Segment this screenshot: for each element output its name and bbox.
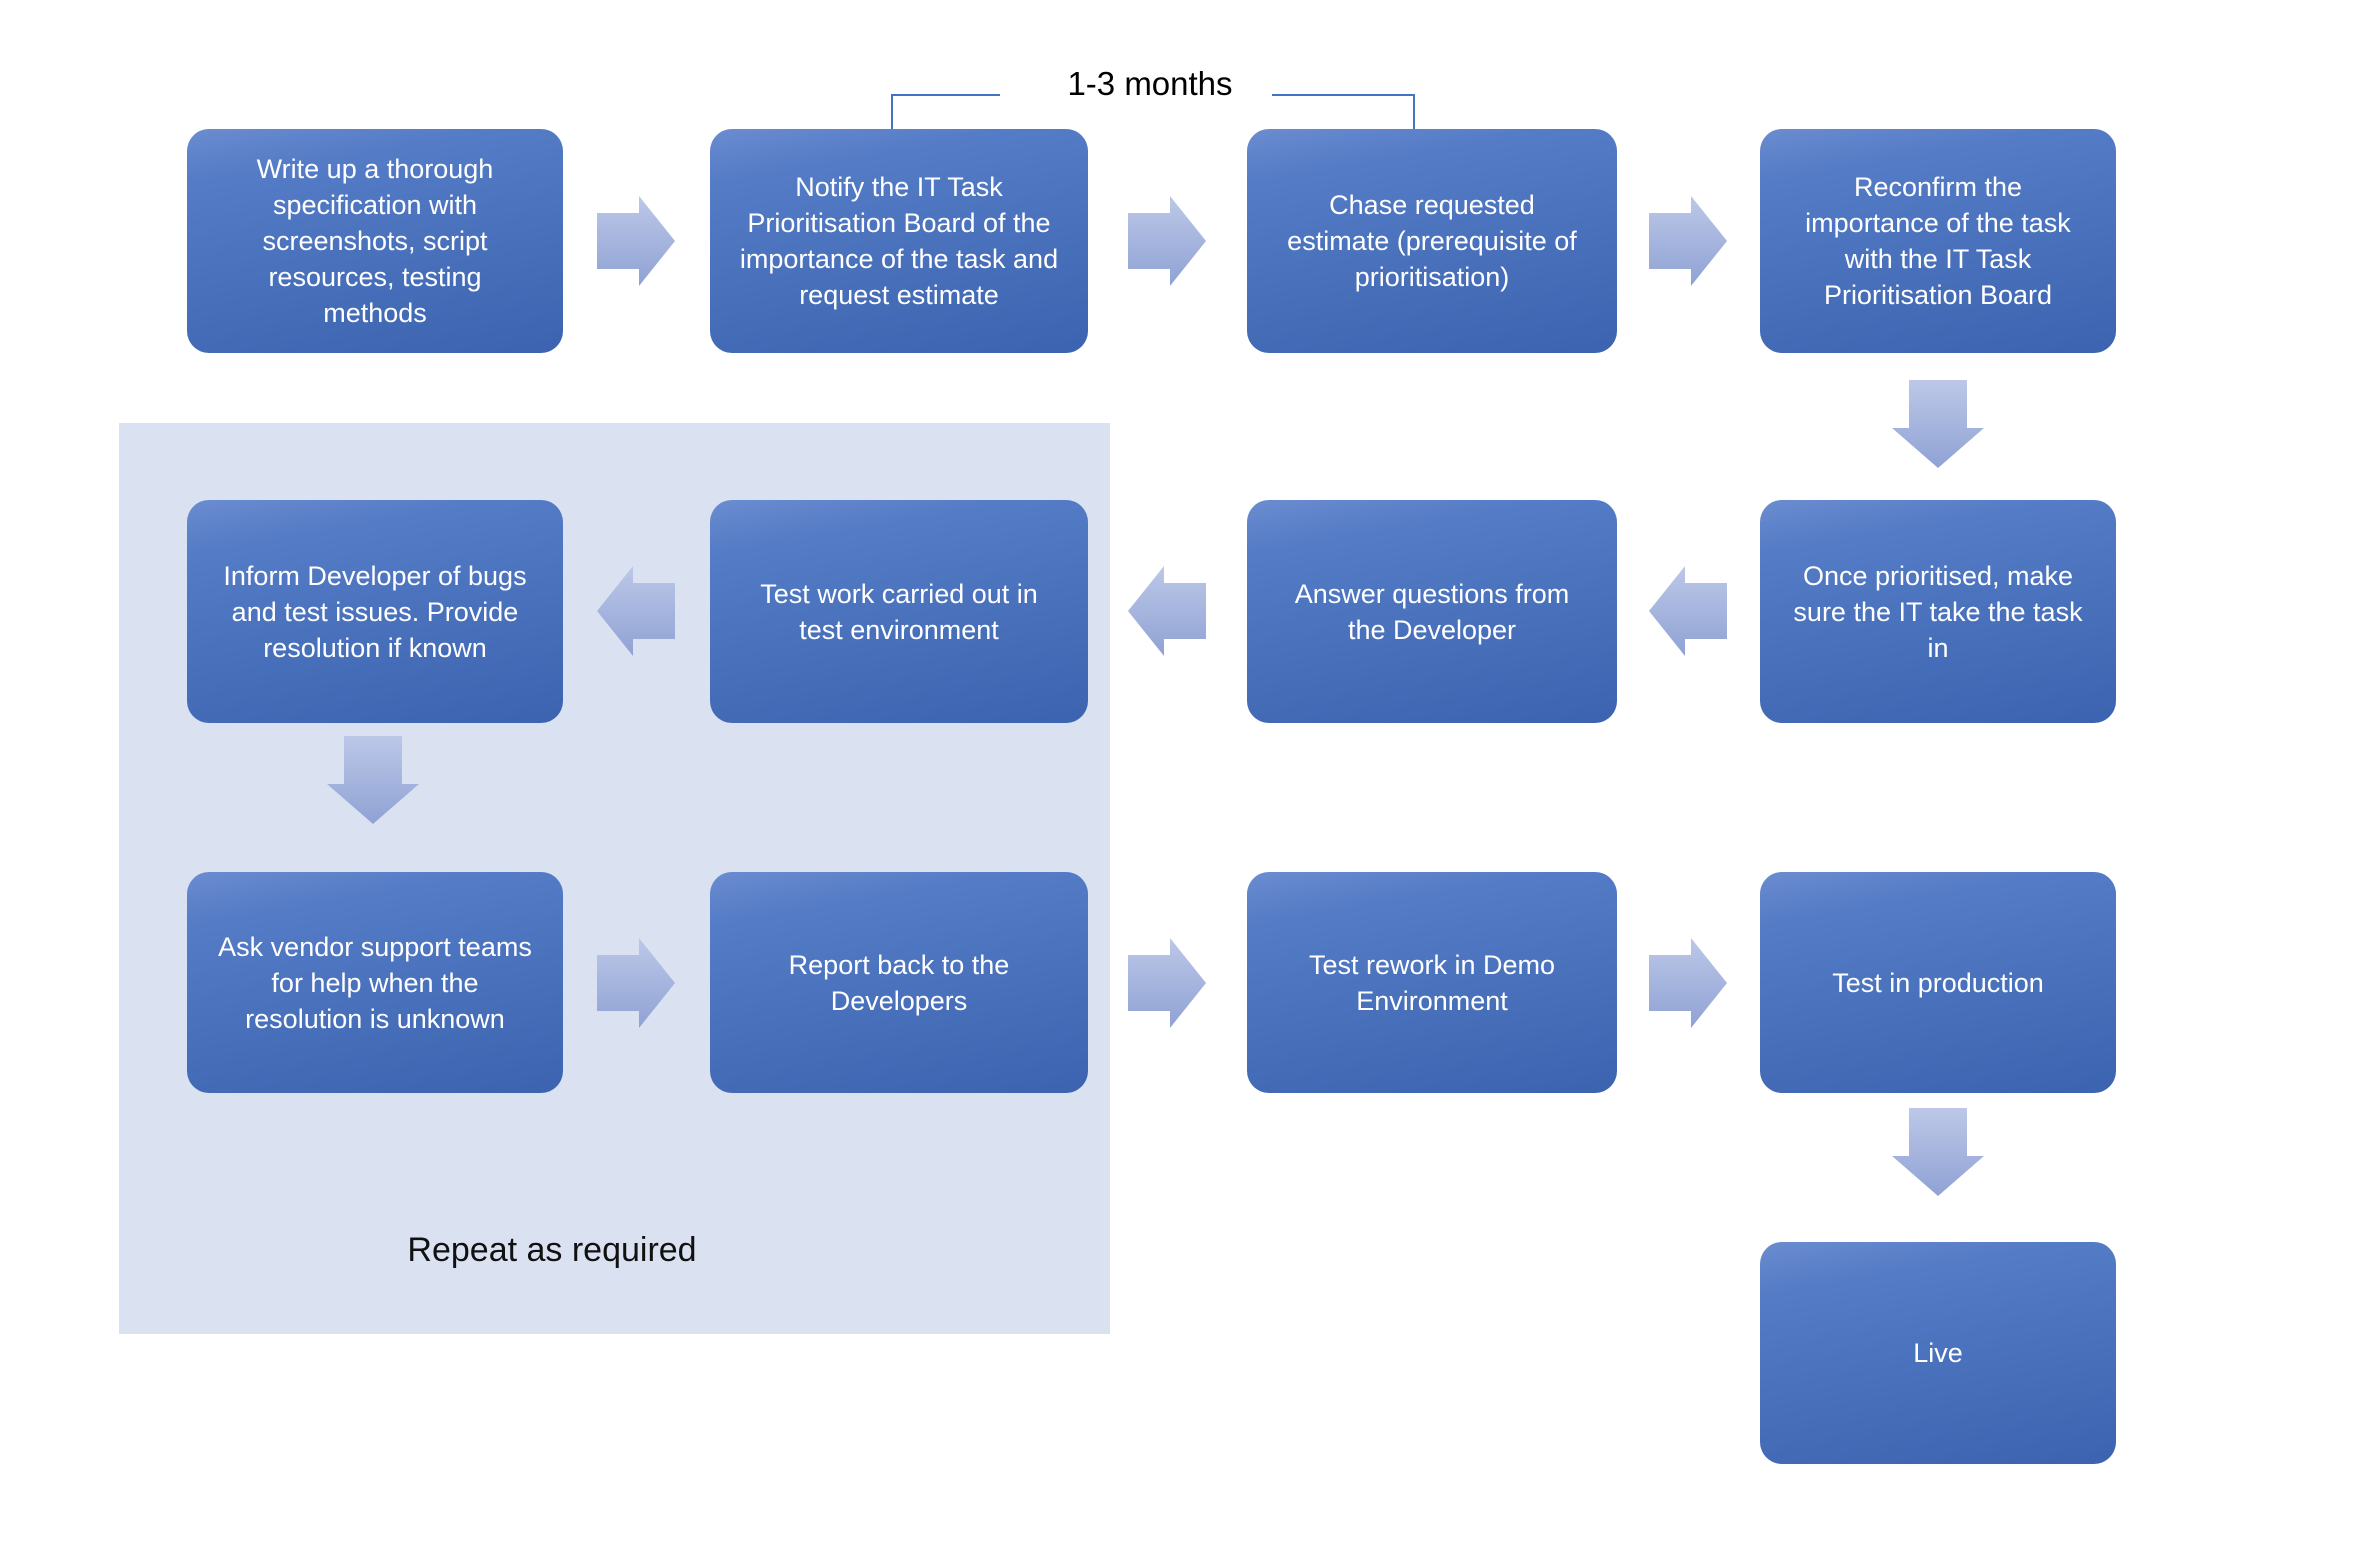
node-label: Live <box>1913 1338 1963 1368</box>
node-label: Test work carried out in test environmen… <box>760 578 1038 645</box>
node-reconfirm-importance: Reconfirm the importance of the task wit… <box>1760 129 2116 353</box>
right-arrow-9-10 <box>597 938 675 1028</box>
right-arrow-11-12 <box>1649 938 1727 1028</box>
left-arrow-6-7 <box>1128 566 1206 656</box>
node-ask-vendor-support: Ask vendor support teams for help when t… <box>187 872 563 1093</box>
node-label: Test rework in Demo Environment <box>1308 949 1556 1016</box>
node-inform-developer: Inform Developer of bugs and test issues… <box>187 500 563 723</box>
down-arrow-12-13 <box>1892 1108 1984 1196</box>
node-label: Ask vendor support teams for help when t… <box>218 931 532 1034</box>
node-test-in-production: Test in production <box>1760 872 2116 1093</box>
bracket-line-right <box>1272 94 1415 133</box>
node-write-specification: Write up a thorough specification with s… <box>187 129 563 353</box>
node-test-work: Test work carried out in test environmen… <box>710 500 1088 723</box>
months-bracket <box>891 94 1415 133</box>
node-label: Inform Developer of bugs and test issues… <box>223 560 527 663</box>
node-label: Report back to the Developers <box>788 949 1010 1016</box>
left-arrow-7-8 <box>597 566 675 656</box>
right-arrow-10-11 <box>1128 938 1206 1028</box>
node-label: Notify the IT Task Prioritisation Board … <box>739 172 1059 310</box>
node-chase-estimate: Chase requested estimate (prerequisite o… <box>1247 129 1617 353</box>
months-annotation: 1-3 months <box>1067 65 1233 102</box>
node-label: Reconfirm the importance of the task wit… <box>1805 172 2071 310</box>
right-arrow-1-2 <box>597 196 675 286</box>
node-label: Answer questions from the Developer <box>1294 578 1570 645</box>
node-answer-questions: Answer questions from the Developer <box>1247 500 1617 723</box>
bracket-line-left <box>891 94 1000 133</box>
node-report-back: Report back to the Developers <box>710 872 1088 1093</box>
down-arrow-4-5 <box>1892 380 1984 468</box>
node-label: Write up a thorough specification with s… <box>256 154 494 328</box>
node-label: Once prioritised, make sure the IT take … <box>1793 560 2083 663</box>
node-test-rework-demo: Test rework in Demo Environment <box>1247 872 1617 1093</box>
repeat-as-required-label: Repeat as required <box>407 1231 697 1269</box>
left-arrow-5-6 <box>1649 566 1727 656</box>
node-take-task-in: Once prioritised, make sure the IT take … <box>1760 500 2116 723</box>
node-notify-board: Notify the IT Task Prioritisation Board … <box>710 129 1088 353</box>
node-label: Chase requested estimate (prerequisite o… <box>1287 190 1577 292</box>
node-live: Live <box>1760 1242 2116 1464</box>
right-arrow-3-4 <box>1649 196 1727 286</box>
node-label: Test in production <box>1832 967 2044 998</box>
down-arrow-8-9 <box>327 736 419 824</box>
right-arrow-2-3 <box>1128 196 1206 286</box>
